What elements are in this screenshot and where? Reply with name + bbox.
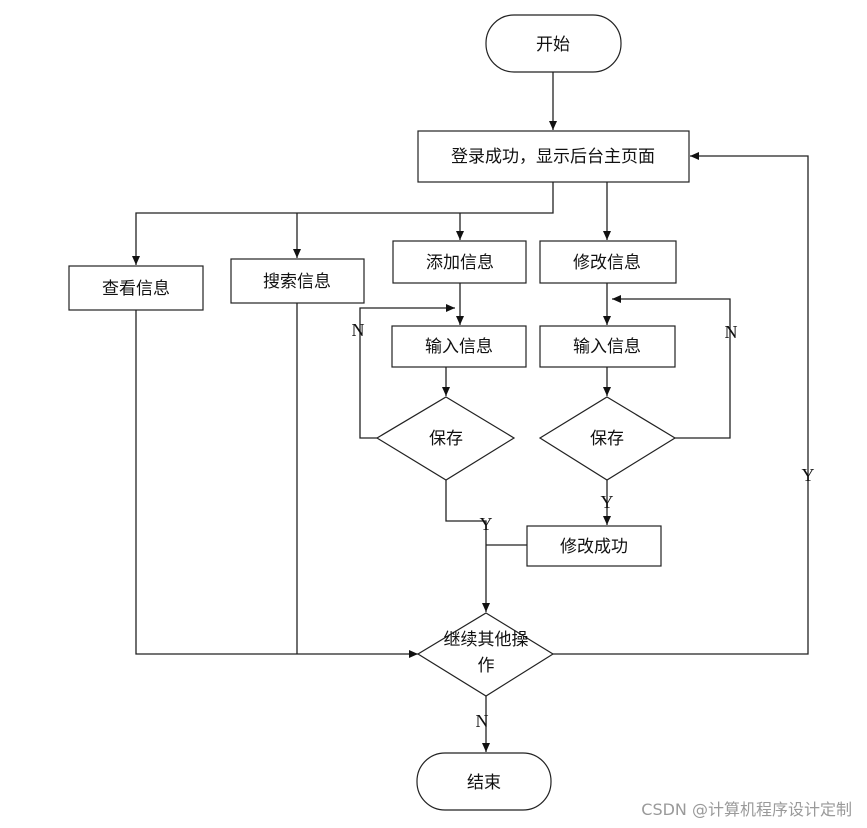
save-right-decision: 保存 (538, 396, 677, 481)
input-right-label: 输入信息 (573, 337, 641, 357)
connectors (132, 72, 809, 752)
view-label: 查看信息 (102, 279, 170, 299)
input-left-label: 输入信息 (425, 337, 493, 357)
edge-view-continue (135, 310, 418, 658)
modify-success-node: 修改成功 (526, 525, 662, 567)
modify-node: 修改信息 (539, 240, 677, 284)
modify-label: 修改信息 (573, 253, 641, 273)
modify-success-label: 修改成功 (560, 537, 628, 557)
edge-save-right-no (612, 295, 731, 439)
search-label: 搜索信息 (263, 272, 331, 292)
save-left-label: 保存 (429, 429, 463, 449)
search-node: 搜索信息 (230, 258, 365, 304)
edge-login-view (132, 182, 554, 265)
left-yes-label: Y (480, 514, 493, 534)
left-no-label: N (352, 320, 365, 340)
login-node: 登录成功，显示后台主页面 (417, 130, 690, 183)
start-node: 开始 (485, 14, 622, 73)
continue-label-line1: 继续其他操 (444, 630, 529, 650)
start-label: 开始 (536, 35, 570, 55)
input-left-node: 输入信息 (391, 325, 527, 368)
save-right-label: 保存 (590, 429, 624, 449)
right-yes-label: Y (601, 492, 614, 512)
right-no-label: N (725, 322, 738, 342)
continue-yes-label: Y (802, 465, 815, 485)
continue-no-label: N (476, 711, 489, 731)
edge-save-left-yes (445, 480, 490, 612)
end-label: 结束 (467, 773, 501, 793)
edge-save-left-no (359, 304, 455, 439)
end-node: 结束 (416, 752, 552, 811)
add-label: 添加信息 (426, 253, 494, 273)
input-right-node: 输入信息 (539, 325, 676, 368)
watermark-text: CSDN @计算机程序设计定制 (641, 800, 852, 819)
continue-decision: 继续其他操 作 (416, 612, 555, 697)
save-left-decision: 保存 (375, 396, 516, 481)
continue-label-line2: 作 (478, 656, 495, 676)
login-label: 登录成功，显示后台主页面 (451, 147, 655, 167)
add-node: 添加信息 (392, 240, 527, 284)
edge-continue-yes (553, 152, 809, 655)
view-node: 查看信息 (68, 265, 204, 311)
